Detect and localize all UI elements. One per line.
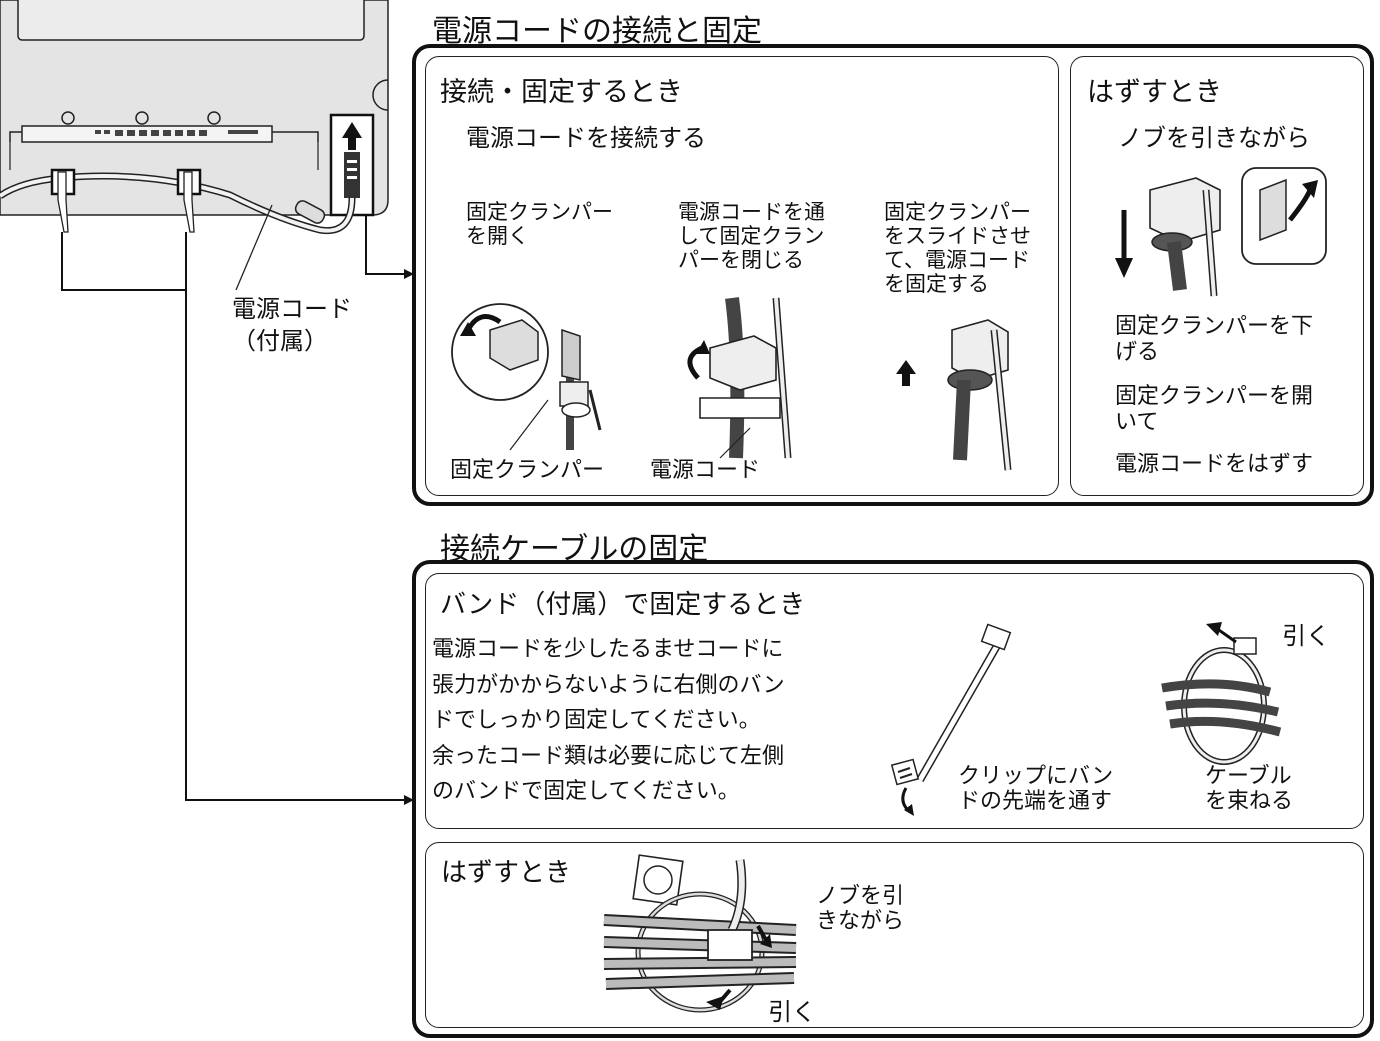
detach-panel	[1070, 56, 1364, 496]
detach-lead: ノブを引きながら	[1118, 124, 1310, 152]
attach-title: 接続・固定するとき	[440, 77, 683, 108]
remove-title: はずすとき	[441, 858, 572, 888]
band-body: 電源コードを少したるませコードに 張力がかからないように右側のバン ドでしっかり…	[432, 637, 785, 804]
detach-step3: 電源コードをはずす	[1115, 452, 1314, 477]
attach-step1-text: 固定クランパー を開く	[466, 200, 613, 248]
detach-step1: 固定クランパーを下 げる	[1115, 314, 1314, 365]
cord-label: 電源コード （付属）	[232, 295, 352, 355]
remove-pull-label: 引く	[768, 998, 816, 1026]
remove-illustration	[603, 854, 797, 1013]
attach-lead: 電源コードを接続する	[466, 124, 706, 152]
remove-knob-text: ノブを引 きながら	[816, 884, 905, 934]
attach-step2-illustration	[687, 297, 792, 459]
bundle-illustration	[1161, 622, 1282, 765]
band-pull-label: 引く	[1282, 622, 1330, 650]
attach-clamper-label: 固定クランパー	[450, 458, 605, 483]
power-cord-heading: 電源コードの接続と固定	[432, 14, 762, 49]
clip-icon	[890, 758, 920, 816]
attach-cord-label: 電源コード	[650, 458, 761, 483]
band-title: バンド（付属）で固定するとき	[440, 590, 806, 620]
band-panel	[425, 573, 1364, 829]
detach-title: はずすとき	[1087, 77, 1222, 108]
clip-caption: クリップにバン ドの先端を通す	[958, 764, 1114, 814]
attach-step2-text: 電源コードを通 して固定クラン パーを閉じる	[678, 200, 825, 272]
attach-step1-illustration	[451, 303, 602, 451]
band-illustration	[916, 623, 1012, 782]
detach-illustration	[1115, 167, 1327, 297]
attach-step3-text: 固定クランパー をスライドさせ て、電源コード を固定する	[884, 200, 1031, 296]
detach-step2: 固定クランパーを開 いて	[1115, 384, 1314, 435]
attach-panel	[425, 56, 1059, 496]
attach-step3-illustration	[896, 319, 1012, 471]
tv-rear-illustration	[0, 0, 414, 291]
remove-panel	[425, 842, 1364, 1028]
bundle-caption: ケーブル を束ねる	[1205, 764, 1294, 814]
leader-arrow-cable	[185, 290, 414, 805]
power-cord-frame	[412, 44, 1374, 506]
cable-frame	[412, 560, 1374, 1038]
